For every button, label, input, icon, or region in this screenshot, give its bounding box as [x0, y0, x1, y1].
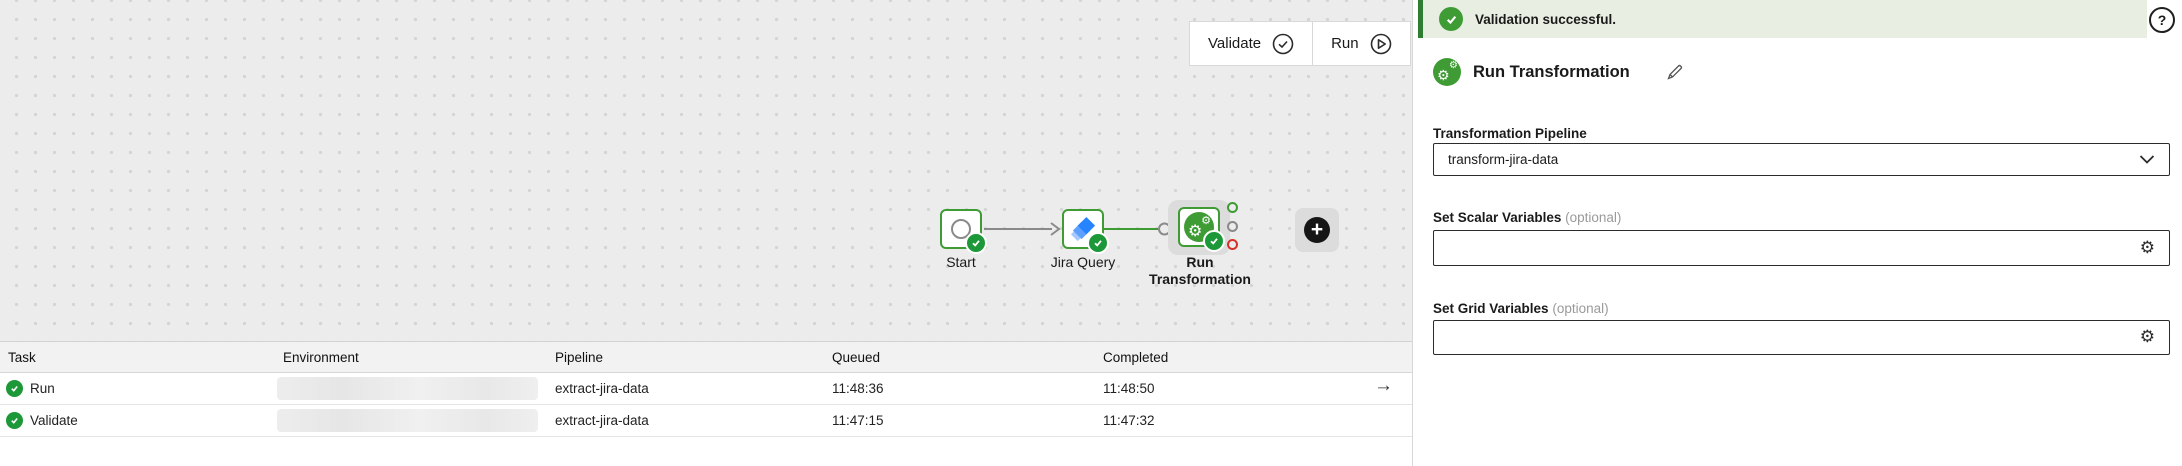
add-node-button[interactable]: +: [1295, 208, 1339, 252]
pipeline-canvas[interactable]: Validate Run: [0, 0, 1412, 342]
runs-table-header: Task Environment Pipeline Queued Complet…: [0, 342, 1412, 373]
pipeline-cell: extract-jira-data: [555, 413, 649, 428]
run-button-label: Run: [1331, 35, 1359, 52]
pipeline-field-label: Transformation Pipeline: [1433, 126, 1587, 141]
grid-variables-input[interactable]: [1434, 321, 2140, 354]
node-run-transformation[interactable]: ⚙ ⚙: [1178, 207, 1225, 252]
port-error-icon[interactable]: [1227, 239, 1238, 250]
validate-check-icon: [1272, 33, 1294, 55]
banner-check-icon: [1439, 7, 1463, 31]
scalar-variables-input[interactable]: [1434, 231, 2140, 265]
table-row-run[interactable]: Run extract-jira-data 11:48:36 11:48:50 …: [0, 373, 1412, 405]
completed-cell: 11:48:50: [1103, 381, 1155, 396]
col-completed: Completed: [1103, 350, 1169, 365]
validate-button[interactable]: Validate: [1190, 22, 1312, 65]
run-play-icon: [1370, 33, 1392, 55]
canvas-toolbar: Validate Run: [1189, 21, 1411, 66]
scalar-settings-gear-icon[interactable]: ⚙: [2139, 237, 2155, 258]
grid-optional-hint: (optional): [1552, 301, 1609, 316]
queued-cell: 11:47:15: [832, 413, 884, 428]
node-start-label: Start: [946, 254, 976, 270]
grid-variables-field: ⚙: [1433, 320, 2170, 355]
environment-redacted-value: [277, 409, 538, 432]
col-pipeline: Pipeline: [555, 350, 604, 365]
edit-name-button[interactable]: [1666, 63, 1684, 81]
pipeline-selected-value: transform-jira-data: [1448, 152, 1559, 167]
queued-cell: 11:48:36: [832, 381, 884, 396]
grid-settings-gear-icon[interactable]: ⚙: [2139, 327, 2155, 347]
scalar-optional-hint: (optional): [1565, 210, 1622, 225]
table-row-validate[interactable]: Validate extract-jira-data 11:47:15 11:4…: [0, 405, 1412, 437]
chevron-down-icon: [2139, 155, 2155, 164]
node-jira-query-label: Jira Query: [1050, 254, 1116, 270]
panel-title: Run Transformation: [1473, 62, 1630, 81]
validate-button-label: Validate: [1208, 35, 1262, 52]
environment-redacted-value: [277, 377, 538, 400]
col-task: Task: [8, 350, 36, 365]
node-run-transformation-label: Run Transformation: [1149, 254, 1251, 287]
panel-transformation-gears-icon: ⚙ ⚙: [1433, 58, 1461, 86]
runs-table: Task Environment Pipeline Queued Complet…: [0, 342, 1412, 437]
run-button[interactable]: Run: [1312, 22, 1410, 65]
pipeline-cell: extract-jira-data: [555, 381, 649, 396]
validation-banner: Validation successful.: [1418, 0, 2147, 38]
port-neutral-icon[interactable]: [1227, 221, 1238, 232]
success-status-icon: [6, 380, 23, 397]
success-status-icon: [6, 412, 23, 429]
scalar-variables-label: Set Scalar Variables (optional): [1433, 210, 1622, 225]
jira-success-badge-icon: [1087, 232, 1109, 254]
pencil-icon: [1667, 64, 1682, 80]
question-mark-icon: ?: [2157, 12, 2167, 28]
start-circle-icon: [951, 219, 971, 239]
validation-banner-text: Validation successful.: [1475, 11, 1617, 27]
completed-cell: 11:47:32: [1103, 413, 1155, 428]
jira-logo-icon: [1070, 216, 1097, 243]
transformation-success-badge-icon: [1203, 230, 1225, 252]
start-success-badge-icon: [965, 232, 987, 254]
col-queued: Queued: [832, 350, 881, 365]
task-cell: Run: [30, 381, 55, 396]
transformation-pipeline-select[interactable]: transform-jira-data: [1433, 143, 2170, 176]
plus-icon: +: [1304, 217, 1330, 243]
row-details-arrow-icon[interactable]: →: [1374, 375, 1393, 396]
grid-variables-label: Set Grid Variables (optional): [1433, 301, 1609, 316]
port-success-icon[interactable]: [1227, 202, 1238, 213]
node-config-panel: Validation successful. ? ⚙ ⚙ Run Transfo…: [1412, 0, 2182, 466]
node-jira-query[interactable]: [1062, 209, 1109, 254]
task-cell: Validate: [30, 413, 78, 428]
col-environment: Environment: [283, 350, 359, 365]
scalar-variables-field: ⚙: [1433, 230, 2170, 266]
help-button[interactable]: ?: [2149, 7, 2175, 33]
node-start[interactable]: [940, 209, 987, 254]
